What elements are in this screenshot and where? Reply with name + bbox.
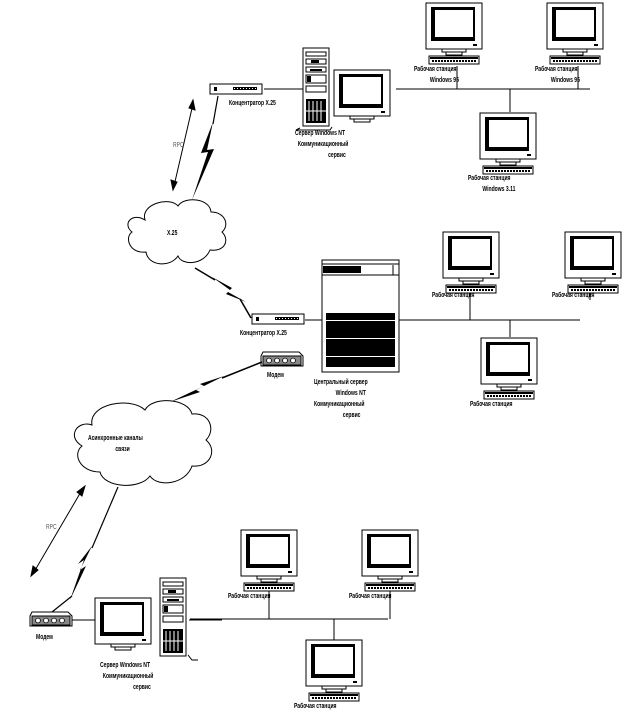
x25-cloud-label: X.25 [167,230,178,237]
workstation-top-2 [547,3,603,64]
central-server-label-line3: Коммуникационный [314,401,365,408]
central-server-label: Центральный сервер Windows NT Коммуникац… [314,377,368,421]
rpc-label-bottom: RPC [46,524,57,531]
rpc-arrow-top [170,98,196,192]
workstation-top-1-label-line1: Рабочая станция [414,66,457,73]
server-bottom-label-line3: сервис [133,684,151,691]
server-bottom-label: Сервер Windows NT Коммуникационный серви… [100,660,153,693]
concentrator-mid-label: Концентратор X.25 [240,330,287,337]
workstation-bottom-1-label: Рабочая станция [228,593,271,600]
workstation-top-2-label-line1: Рабочая станция [535,66,578,73]
server-bottom-label-line2: Коммуникационный [102,673,154,680]
workstation-mid-1 [443,232,499,293]
rpc-label-top: RPC [173,142,184,149]
workstation-top-1-label-line2: Windows 95 [429,77,459,84]
x25-cloud [127,199,227,265]
server-bottom-label-line1: Сервер Windows NT [100,662,151,669]
server-monitor-top [333,69,391,123]
async-cloud-label-line2: связи [115,446,130,453]
workstation-bottom-3-label: Рабочая станция [294,703,337,710]
lightning-link-top [192,95,219,200]
workstation-mid-2 [565,232,621,293]
central-server-label-line1: Центральный сервер [314,379,368,386]
workstation-bottom-1 [241,530,297,591]
workstation-bottom-2 [362,530,418,591]
async-cloud-label-line1: Асинхронные каналы [88,435,143,442]
modem-bottom [29,611,73,627]
rpc-arrow-bottom [30,484,86,578]
workstation-mid-1-label: Рабочая станция [432,292,475,299]
bottom-lan-bus [190,586,391,640]
central-server [321,259,400,373]
server-top-label-line2: Коммуникационный [297,141,349,148]
workstation-top-1-label: Рабочая станция Windows 95 [414,64,459,86]
top-lan-links [264,66,590,112]
workstation-mid-3 [481,338,537,399]
lightning-link-bottom [51,486,119,613]
async-cloud [73,400,213,486]
concentrator-mid [251,313,305,325]
concentrator-top [209,83,263,95]
workstation-top-3-label-line2: Windows 3.11 [482,186,516,193]
central-server-label-line2: Windows NT [335,390,366,397]
lightning-link-x25-mid [194,267,252,319]
server-top-label-line1: Сервер Windows NT [295,130,346,137]
workstation-top-3-label-line1: Рабочая станция [468,175,511,182]
async-cloud-label: Асинхронные каналы связи [88,433,143,455]
workstation-mid-3-label: Рабочая станция [470,401,513,408]
workstation-top-1 [426,3,482,64]
workstation-top-3 [480,113,536,174]
server-tower-top [295,47,333,131]
server-monitor-bottom [94,597,152,651]
modem-bottom-label: Модем [36,634,53,641]
workstation-top-2-label-line2: Windows 95 [550,77,580,84]
workstation-mid-2-label: Рабочая станция [552,292,595,299]
workstation-bottom-3 [306,640,362,701]
server-top-label: Сервер Windows NT Коммуникационный серви… [295,128,348,161]
workstation-top-3-label: Рабочая станция Windows 3.11 [468,173,515,195]
workstation-bottom-2-label: Рабочая станция [349,593,392,600]
server-tower-bottom [159,577,198,661]
workstation-top-2-label: Рабочая станция Windows 95 [535,64,580,86]
server-top-label-line3: сервис [328,152,346,159]
modem-mid [260,351,304,367]
modem-mid-label: Модем [267,372,284,379]
concentrator-top-label: Концентратор X.25 [229,100,276,107]
central-server-label-line4: сервис [342,412,361,419]
